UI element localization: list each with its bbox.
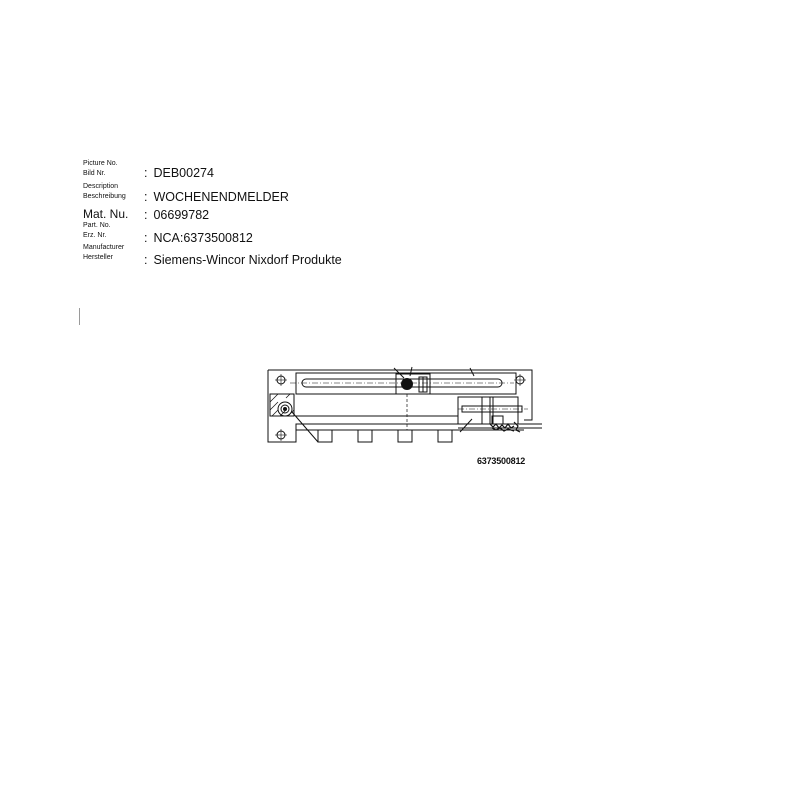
picture-no-label-de: Bild Nr. bbox=[83, 170, 106, 177]
manufacturer-text: Siemens-Wincor Nixdorf Produkte bbox=[153, 253, 342, 267]
description-text: WOCHENENDMELDER bbox=[153, 190, 289, 204]
drawing-caption: 6373500812 bbox=[477, 456, 526, 466]
description-label-de: Beschreibung bbox=[83, 193, 126, 200]
picture-no-text: DEB00274 bbox=[153, 166, 214, 180]
mat-nu-value: :06699782 bbox=[144, 208, 210, 222]
part-no-text: NCA:6373500812 bbox=[153, 231, 253, 245]
manufacturer-value: :Siemens-Wincor Nixdorf Produkte bbox=[144, 253, 342, 267]
part-no-label-de: Erz. Nr. bbox=[83, 232, 107, 239]
part-no-value: :NCA:6373500812 bbox=[144, 231, 253, 245]
manufacturer-label-de: Hersteller bbox=[83, 254, 113, 261]
part-no-label-en: Part. No. bbox=[83, 222, 111, 229]
picture-no-value: :DEB00274 bbox=[144, 166, 214, 180]
mat-nu-text: 06699782 bbox=[153, 208, 210, 222]
description-value: :WOCHENENDMELDER bbox=[144, 190, 289, 204]
manufacturer-label-en: Manufacturer bbox=[83, 244, 125, 251]
cursor-line-divider bbox=[79, 308, 80, 325]
mat-nu-label: Mat. Nu. bbox=[83, 207, 129, 221]
description-label-en: Description bbox=[83, 183, 119, 190]
picture-no-label-en: Picture No. bbox=[83, 160, 118, 167]
technical-drawing bbox=[267, 366, 542, 443]
